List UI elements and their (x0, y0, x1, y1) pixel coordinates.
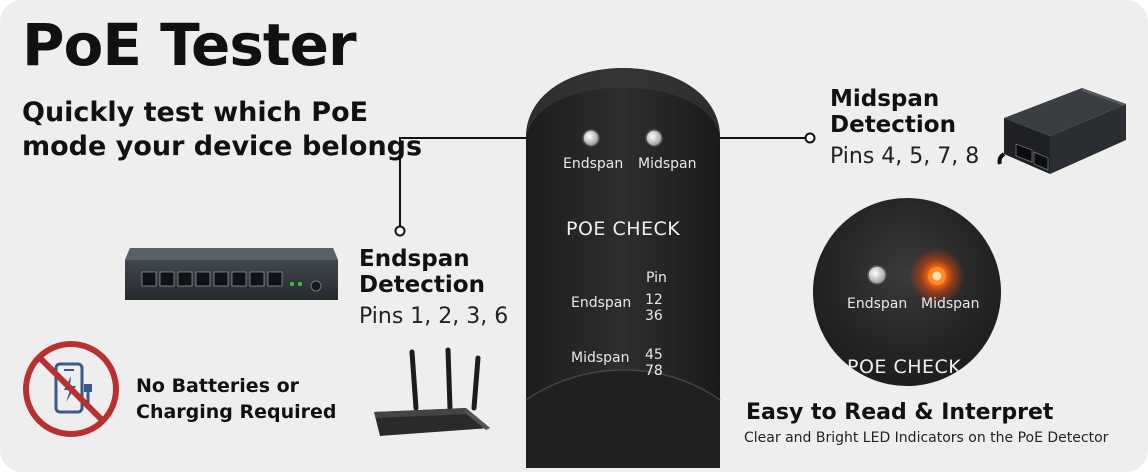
wifi-router-icon (362, 344, 494, 444)
zoom-brand-label: POE CHECK (847, 356, 962, 378)
page-subtitle: Quickly test which PoE mode your device … (22, 97, 423, 162)
page-title: PoE Tester (22, 11, 357, 79)
device-row-endspan-pins-2: 36 (645, 308, 663, 324)
led-zoom-view: Endspan Midspan POE CHECK (813, 198, 1001, 386)
device-pin-header: Pin (646, 270, 667, 286)
device-row-midspan-label: Midspan (571, 350, 630, 366)
zoom-leds (867, 248, 965, 304)
device-led-midspan-label: Midspan (638, 156, 697, 172)
easy-read-subtitle: Clear and Bright LED Indicators on the P… (744, 430, 1109, 446)
device-row-midspan-pins-2: 78 (645, 363, 663, 379)
poe-tester-device (524, 60, 722, 472)
no-battery-icon (22, 340, 120, 442)
midspan-detection-title-line2: Detection (830, 112, 956, 138)
midspan-detection-title-line1: Midspan (830, 86, 940, 112)
device-led-endspan-label: Endspan (563, 156, 624, 172)
device-brand-label: POE CHECK (566, 218, 681, 240)
zoom-endspan-label: Endspan (847, 296, 908, 312)
device-row-endspan-label: Endspan (571, 295, 632, 311)
endspan-detection-pins: Pins 1, 2, 3, 6 (359, 304, 509, 329)
easy-read-title: Easy to Read & Interpret (746, 400, 1054, 425)
device-row-midspan-pins-1: 45 (645, 347, 663, 363)
batteries-title-line2: Charging Required (136, 401, 337, 423)
endspan-detection-title-line2: Detection (359, 272, 485, 298)
zoom-midspan-label: Midspan (921, 296, 980, 312)
batteries-title-line1: No Batteries or (136, 375, 300, 397)
network-switch-icon (124, 246, 339, 308)
endspan-detection-title-line1: Endspan (359, 246, 470, 272)
poe-injector-icon (996, 62, 1130, 182)
midspan-detection-pins: Pins 4, 5, 7, 8 (830, 144, 980, 169)
device-row-endspan-pins-1: 12 (645, 292, 663, 308)
